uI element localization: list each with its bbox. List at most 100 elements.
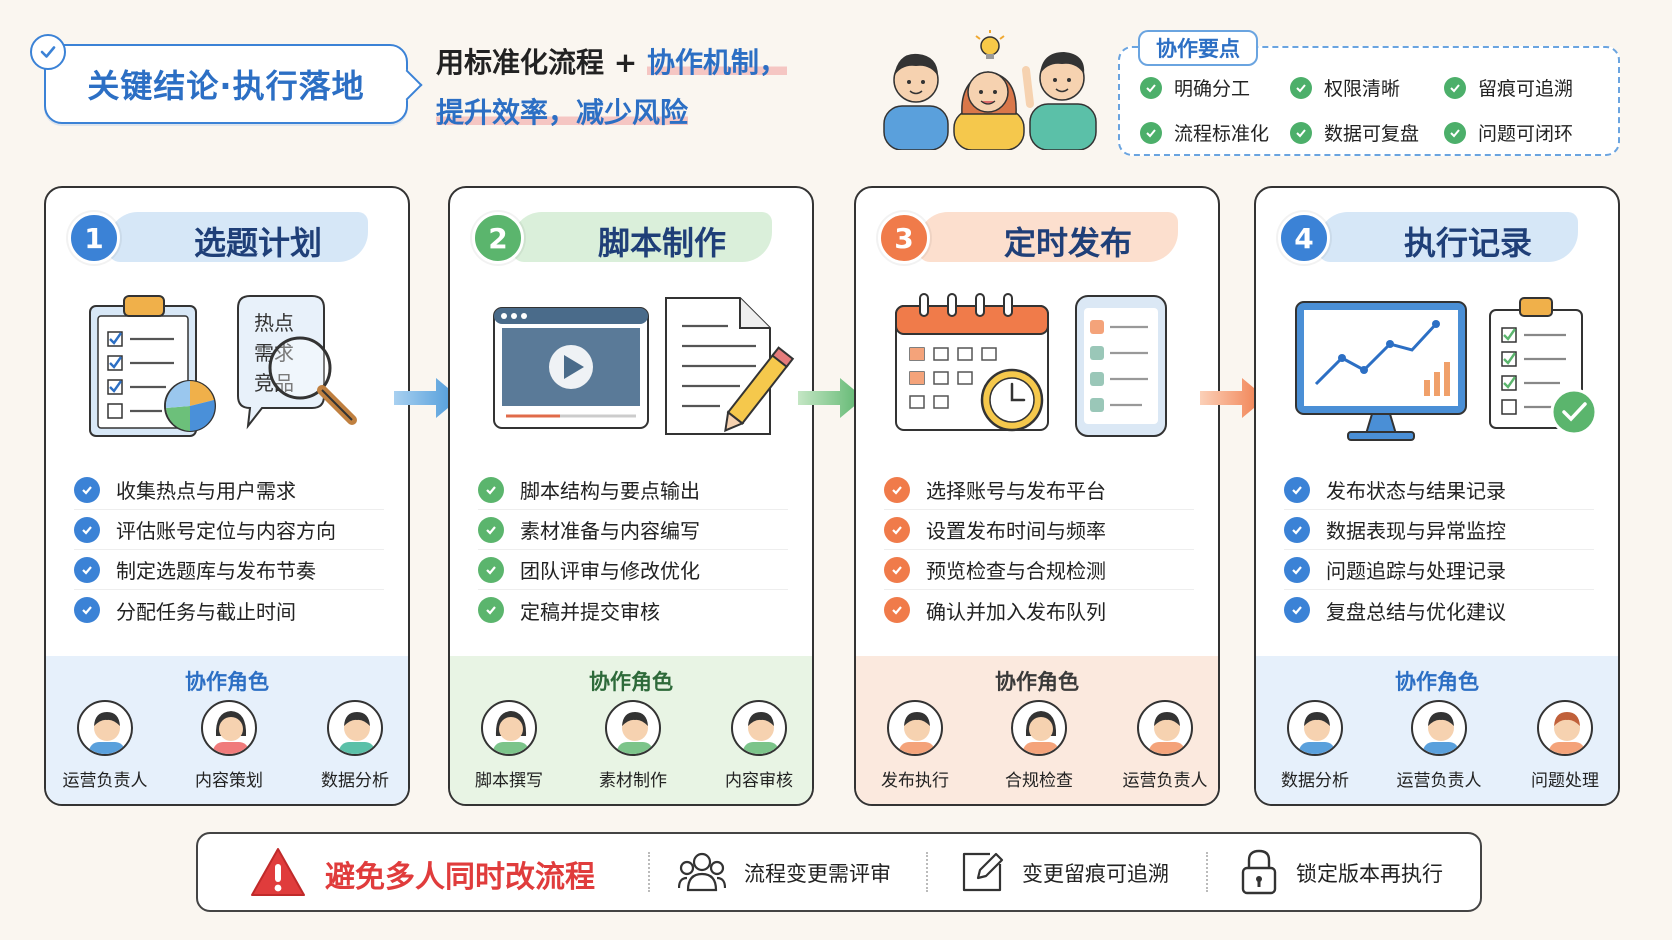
list-item: 预览检查与合规检测: [884, 550, 1194, 590]
role-label: 运营负责人: [1122, 771, 1208, 791]
check-icon: [1444, 76, 1466, 99]
tagline-part2: 协作机制，: [646, 46, 787, 79]
role: 内容审核: [704, 700, 812, 791]
lightbulb-icon: [975, 30, 1005, 59]
role: 运营负责人: [1384, 700, 1494, 791]
list-item: 定稿并提交审核: [478, 590, 788, 630]
warning-text: 避免多人同时改流程: [325, 860, 595, 895]
rule-review: 流程变更需评审: [744, 862, 891, 886]
item-label: 设置发布时间与频率: [926, 519, 1106, 543]
avatar: [887, 700, 943, 756]
check-icon: [884, 516, 910, 543]
roles-section: 协作角色 运营负责人 内容策划 数据分析: [46, 656, 408, 804]
list-item: 团队评审与修改优化: [478, 550, 788, 590]
document-pencil-icon: [665, 297, 795, 435]
check-icon: [74, 516, 100, 543]
collab-item: 流程标准化: [1140, 119, 1290, 146]
card-title: 执行记录: [1403, 224, 1532, 262]
item-label: 预览检查与合规检测: [926, 559, 1106, 583]
tagline-line2: 提升效率，减少风险: [436, 96, 689, 129]
role: 数据分析: [1260, 700, 1370, 791]
avatar: [77, 700, 133, 756]
arrow-right-icon: [394, 378, 460, 418]
role-label: 问题处理: [1531, 771, 1599, 791]
avatar: [481, 700, 537, 756]
collab-item: 明确分工: [1140, 74, 1290, 101]
item-label: 选择账号与发布平台: [926, 479, 1106, 503]
monitor-chart-icon: [1295, 301, 1467, 441]
pie-chart-icon: [164, 380, 216, 432]
list-item: 制定选题库与发布节奏: [74, 550, 384, 590]
avatar: [731, 700, 787, 756]
list-item: 设置发布时间与频率: [884, 510, 1194, 550]
check-icon: [1284, 597, 1310, 623]
role-label: 运营负责人: [62, 771, 148, 791]
tagline: 用标准化流程 + 协作机制， 提升效率，减少风险: [436, 38, 836, 138]
list-item: 复盘总结与优化建议: [1284, 590, 1594, 630]
planning-illustration: 热点 需求 竞品: [89, 295, 357, 437]
collab-item: 数据可复盘: [1290, 119, 1444, 146]
avatar: [605, 700, 661, 756]
arrow-right-icon: [1200, 378, 1266, 418]
step-number: 3: [878, 212, 930, 264]
item-label: 确认并加入发布队列: [926, 599, 1106, 624]
title-brush: [1318, 212, 1578, 262]
card-title: 脚本制作: [597, 224, 726, 262]
collab-item: 留痕可追溯: [1444, 74, 1604, 101]
avatar: [1411, 700, 1467, 756]
role: 脚本撰写: [454, 700, 564, 791]
role: 运营负责人: [1110, 700, 1218, 791]
collab-grid: 明确分工 权限清晰 留痕可追溯 流程标准化 数据可复盘 问题可闭环: [1140, 74, 1610, 146]
roles-title: 协作角色: [185, 670, 269, 694]
role-label: 合规检查: [1005, 771, 1073, 791]
roles-title: 协作角色: [1395, 670, 1479, 694]
magnifier-icon: [268, 336, 357, 425]
list-item: 脚本结构与要点输出: [478, 470, 788, 510]
list-item: 确认并加入发布队列: [884, 590, 1194, 630]
role-label: 数据分析: [1281, 771, 1349, 791]
check-icon: [884, 476, 910, 503]
avatar: [1011, 700, 1067, 756]
role: 数据分析: [300, 700, 408, 791]
check-icon: [1290, 76, 1312, 99]
checklist: 发布状态与结果记录 数据表现与异常监控 问题追踪与处理记录 复盘总结与优化建议: [1284, 470, 1594, 630]
check-icon: [478, 476, 504, 503]
role: 合规检查: [984, 700, 1094, 791]
list-item: 发布状态与结果记录: [1284, 470, 1594, 510]
step-number: 2: [472, 212, 524, 264]
checklist: 选择账号与发布平台 设置发布时间与频率 预览检查与合规检测 确认并加入发布队列: [884, 470, 1194, 630]
list-item: 收集热点与用户需求: [74, 470, 384, 510]
clock-icon: [980, 368, 1044, 432]
check-icon: [478, 597, 504, 623]
rule-trace: 变更留痕可追溯: [1022, 862, 1169, 886]
item-label: 收集热点与用户需求: [116, 479, 296, 503]
list-item: 分配任务与截止时间: [74, 590, 384, 630]
title-brush: [512, 212, 772, 262]
tagline-part1: 用标准化流程 +: [436, 46, 647, 79]
collab-item-label: 流程标准化: [1174, 123, 1270, 145]
item-label: 分配任务与截止时间: [116, 599, 296, 624]
collab-item-label: 数据可复盘: [1324, 123, 1420, 145]
role: 运营负责人: [50, 700, 160, 791]
check-icon: [1140, 121, 1162, 144]
check-icon: [1444, 121, 1466, 144]
roles-section: 协作角色 数据分析 运营负责人 问题处理: [1256, 656, 1618, 804]
check-icon: [1284, 516, 1310, 543]
avatar: [1537, 700, 1593, 756]
checklist: 收集热点与用户需求 评估账号定位与内容方向 制定选题库与发布节奏 分配任务与截止…: [74, 470, 384, 630]
role: 发布执行: [860, 700, 970, 791]
list-item: 评估账号定位与内容方向: [74, 510, 384, 550]
collab-item-label: 权限清晰: [1324, 78, 1401, 100]
list-item: 素材准备与内容编写: [478, 510, 788, 550]
role-label: 内容审核: [725, 771, 793, 791]
title-brush: [918, 212, 1178, 262]
step-number: 1: [68, 212, 120, 264]
item-label: 脚本结构与要点输出: [520, 479, 700, 503]
item-label: 素材准备与内容编写: [520, 519, 700, 543]
role: 内容策划: [174, 700, 284, 791]
card-header: 4 执行记录: [1278, 206, 1598, 268]
divider: [1206, 852, 1208, 892]
check-icon: [1284, 476, 1310, 503]
warning-icon: [251, 848, 305, 896]
item-label: 定稿并提交审核: [520, 599, 660, 624]
